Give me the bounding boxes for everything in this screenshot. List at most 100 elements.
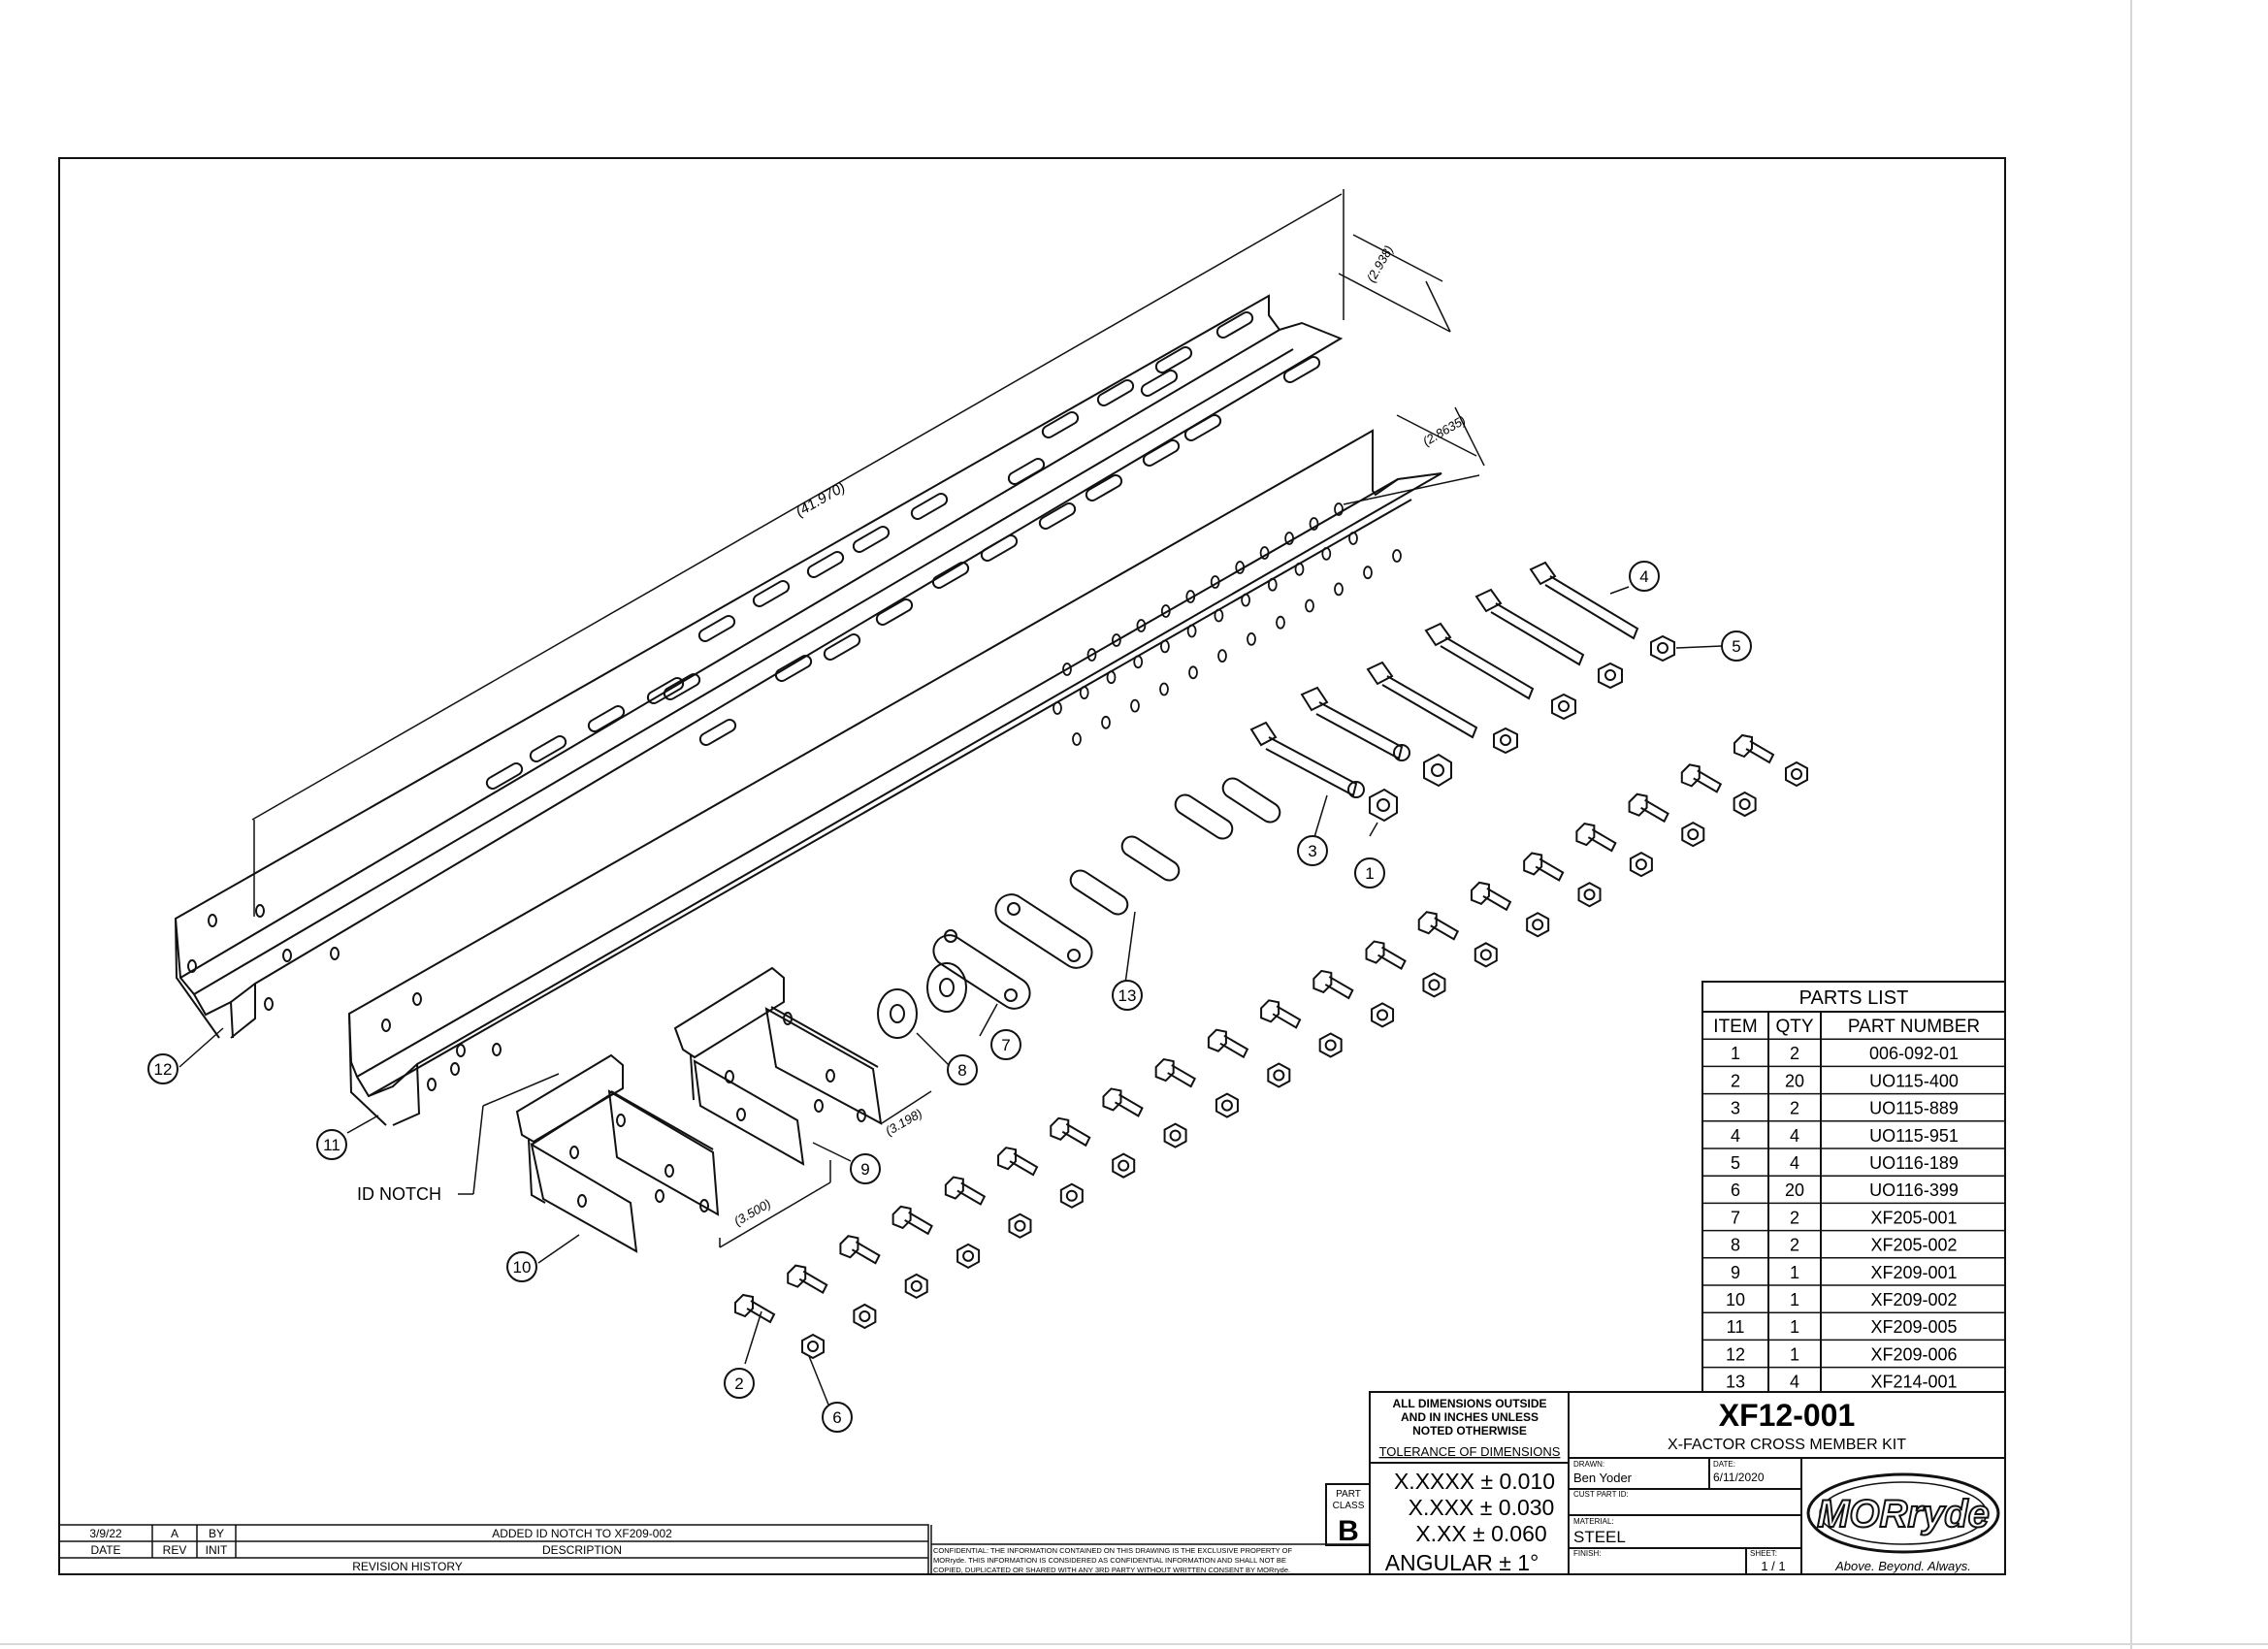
- parts-list-cell: 2: [1790, 1099, 1799, 1118]
- parts-list-cell: 9: [1731, 1263, 1740, 1282]
- part-class-label-1: PART: [1336, 1489, 1361, 1500]
- parts-list-header-cell: QTY: [1775, 1017, 1813, 1037]
- morryde-logo: MORryde: [1806, 1472, 2000, 1554]
- balloon-label: 11: [323, 1136, 340, 1154]
- channel-11-hole: [1241, 593, 1250, 607]
- slots-channel-12: [485, 311, 1321, 790]
- sheet-value: 1 / 1: [1761, 1559, 1785, 1573]
- channel-11-hole: [1267, 577, 1278, 592]
- channel-11-hole: [1217, 649, 1227, 663]
- bolt-item-2: [1417, 911, 1460, 941]
- dim-channel-width-top: (2.938): [1364, 242, 1397, 284]
- parts-list-cell: 5: [1731, 1153, 1740, 1173]
- parts-list-cell: 1: [1790, 1290, 1799, 1310]
- balloon-item-12: 12: [147, 1053, 178, 1084]
- parts-list-table: [1701, 981, 2006, 1393]
- dim-note-line1: ALL DIMENSIONS OUTSIDE: [1392, 1397, 1546, 1410]
- holes-channel-11: [1053, 502, 1402, 746]
- balloon-leaders: [178, 586, 1723, 1406]
- nut-item-6: [1318, 1032, 1343, 1058]
- dim-overall-length: (41.970): [794, 479, 849, 521]
- parts-list-cell: 4: [1790, 1126, 1799, 1146]
- channel-11-hole: [1309, 517, 1319, 531]
- nut-item-6: [1215, 1092, 1239, 1118]
- part-10-plate-assembly: [515, 1053, 720, 1253]
- logo-text: MORryde: [1817, 1493, 1990, 1536]
- channel-11-hole: [1062, 663, 1072, 676]
- material-value: STEEL: [1573, 1528, 1626, 1546]
- nut-item-6: [1059, 1182, 1084, 1209]
- parts-list-cell: 4: [1790, 1373, 1799, 1392]
- drawing-description: X-FACTOR CROSS MEMBER KIT: [1668, 1437, 1906, 1453]
- balloon-label: 2: [734, 1374, 743, 1393]
- parts-list-cell: 4: [1790, 1153, 1799, 1173]
- bolt-item-2: [1050, 1116, 1091, 1148]
- nut-item-6: [1008, 1212, 1032, 1239]
- bolt-item-2: [1575, 823, 1617, 853]
- bolt-item-2: [1628, 792, 1669, 824]
- part-4-long-bolts: [1366, 561, 1639, 739]
- parts-list-cell: XF205-001: [1870, 1208, 1957, 1227]
- dim-note-line2: AND IN INCHES UNLESS: [1401, 1410, 1539, 1424]
- parts-list-cell: UO116-399: [1869, 1180, 1959, 1200]
- balloon-item-13: 13: [1112, 980, 1143, 1011]
- parts-list-cell: 1: [1790, 1317, 1799, 1337]
- part-2-bolt-row: [734, 733, 1775, 1324]
- channel-11-hole: [1053, 701, 1062, 715]
- bolt-item-2: [1365, 940, 1407, 970]
- parts-list-cell: 2: [1790, 1044, 1799, 1063]
- channel-11-hole: [1112, 633, 1121, 647]
- rev-header-date: DATE: [90, 1543, 120, 1557]
- part-11-channel: [347, 429, 1442, 1126]
- confidential-line1: CONFIDENTIAL: THE INFORMATION CONTAINED …: [933, 1546, 1292, 1555]
- bolt-item-2: [734, 1293, 776, 1324]
- nut-item-6: [1474, 942, 1498, 968]
- parts-list-cell: 1: [1790, 1263, 1799, 1282]
- revision-history-table: [58, 1524, 929, 1575]
- bolt-item-2: [1312, 969, 1354, 1000]
- balloon-item-3: 3: [1297, 835, 1328, 866]
- part-12-channel: [174, 294, 1344, 1039]
- channel-11-hole: [1188, 665, 1198, 680]
- nut-item-6: [1681, 821, 1705, 848]
- parts-list-cell: XF209-002: [1870, 1290, 1957, 1310]
- scan-edge-bottom: [0, 1643, 2268, 1645]
- tolerance-title: TOLERANCE OF DIMENSIONS: [1379, 1444, 1561, 1459]
- date-value: 6/11/2020: [1713, 1471, 1765, 1484]
- date-label: DATE:: [1713, 1460, 1735, 1469]
- parts-list-cell: UO115-951: [1869, 1126, 1959, 1146]
- drawing-border: [58, 157, 2006, 1575]
- bolt-item-2: [1102, 1087, 1144, 1117]
- rev-header-init: INIT: [206, 1543, 228, 1557]
- parts-list-header-cell: PART NUMBER: [1848, 1017, 1980, 1037]
- channel-11-hole: [1348, 532, 1358, 545]
- channel-11-hole: [1210, 575, 1220, 589]
- holes-channel-12-end: [187, 904, 340, 1011]
- parts-list-cell: UO115-889: [1869, 1099, 1959, 1118]
- parts-list-cell: 11: [1727, 1317, 1745, 1337]
- bolt-item-2: [787, 1264, 828, 1295]
- balloon-item-5: 5: [1721, 630, 1752, 662]
- channel-11-hole: [1101, 715, 1111, 729]
- part-number: XF12-001: [1719, 1398, 1856, 1433]
- bolt-item-2: [944, 1176, 987, 1206]
- sheet-label: SHEET:: [1750, 1549, 1777, 1558]
- balloon-label: 10: [513, 1258, 532, 1277]
- balloon-label: 8: [957, 1061, 966, 1080]
- balloon-item-11: 11: [316, 1129, 347, 1160]
- channel-11-hole: [1284, 532, 1294, 545]
- part-7-links: [932, 893, 1093, 1010]
- balloon-item-8: 8: [947, 1054, 978, 1085]
- rev-init: BY: [209, 1527, 224, 1540]
